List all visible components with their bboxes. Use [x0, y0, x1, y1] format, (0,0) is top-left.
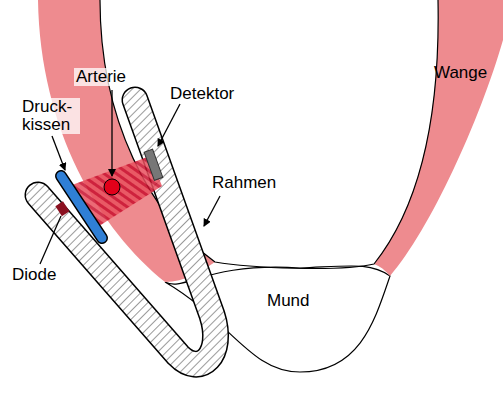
part-label: Diode: [10, 266, 58, 284]
frame-hatch: [38, 100, 216, 364]
frame-outline: [38, 100, 216, 364]
leader-line: [111, 90, 112, 176]
pressure-pad: [61, 176, 102, 238]
region-label: Wange: [432, 64, 489, 82]
part-label: Rahmen: [210, 174, 278, 192]
pad-outline: [61, 176, 102, 238]
detector-symbol: [144, 149, 163, 180]
leader-line: [40, 216, 61, 264]
leader-line: [204, 196, 220, 226]
diode-symbol: [55, 201, 69, 216]
artery: [104, 179, 120, 195]
part-label: Arterie: [74, 68, 128, 86]
region-label: Mund: [265, 292, 312, 310]
leader-line: [158, 104, 180, 146]
leader-line: [52, 136, 65, 170]
part-label: Druck- kissen: [20, 98, 80, 134]
part-label: Detektor: [168, 85, 236, 103]
